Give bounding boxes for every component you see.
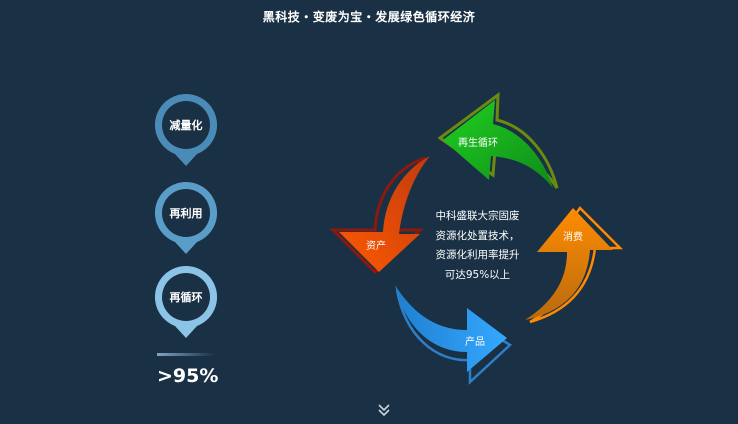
arrow-label-consumption: 消费 <box>563 232 583 243</box>
arrow-label-asset: 资产 <box>366 241 386 252</box>
map-pin-icon <box>154 93 218 166</box>
arrow-product <box>395 285 513 385</box>
page-title: 黑科技・变废为宝・发展绿色循环经济 <box>262 10 476 24</box>
arrow-consumption <box>525 206 624 324</box>
pin-label: 再利用 <box>169 207 203 220</box>
map-pin-icon <box>154 181 218 254</box>
divider-bar <box>157 353 215 356</box>
double-chevron-down-icon <box>378 404 390 417</box>
arrow-label-regeneration: 再生循环 <box>458 138 498 149</box>
pin-reuse: 再利用 <box>153 180 219 256</box>
arrow-regeneration <box>437 91 559 189</box>
scroll-down-button[interactable] <box>377 402 391 421</box>
center-line: 资源化处置技术， <box>435 229 520 242</box>
center-description: 中科盛联大宗固废 资源化处置技术， 资源化利用率提升 可达95%以上 <box>420 207 535 285</box>
recycling-rate-stat: >95% <box>157 365 219 387</box>
map-pin-icon <box>154 265 218 338</box>
pin-reduce: 减量化 <box>153 92 219 168</box>
arrow-asset <box>329 156 430 275</box>
arrow-label-product: 产品 <box>465 337 485 348</box>
center-line: 可达95%以上 <box>444 268 511 281</box>
center-line: 中科盛联大宗固废 <box>435 210 520 222</box>
pin-label: 减量化 <box>169 119 203 132</box>
center-line: 资源化利用率提升 <box>435 249 520 261</box>
cycle-diagram <box>325 90 625 390</box>
pin-recycle: 再循环 <box>153 264 219 340</box>
pin-label: 再循环 <box>169 291 203 304</box>
